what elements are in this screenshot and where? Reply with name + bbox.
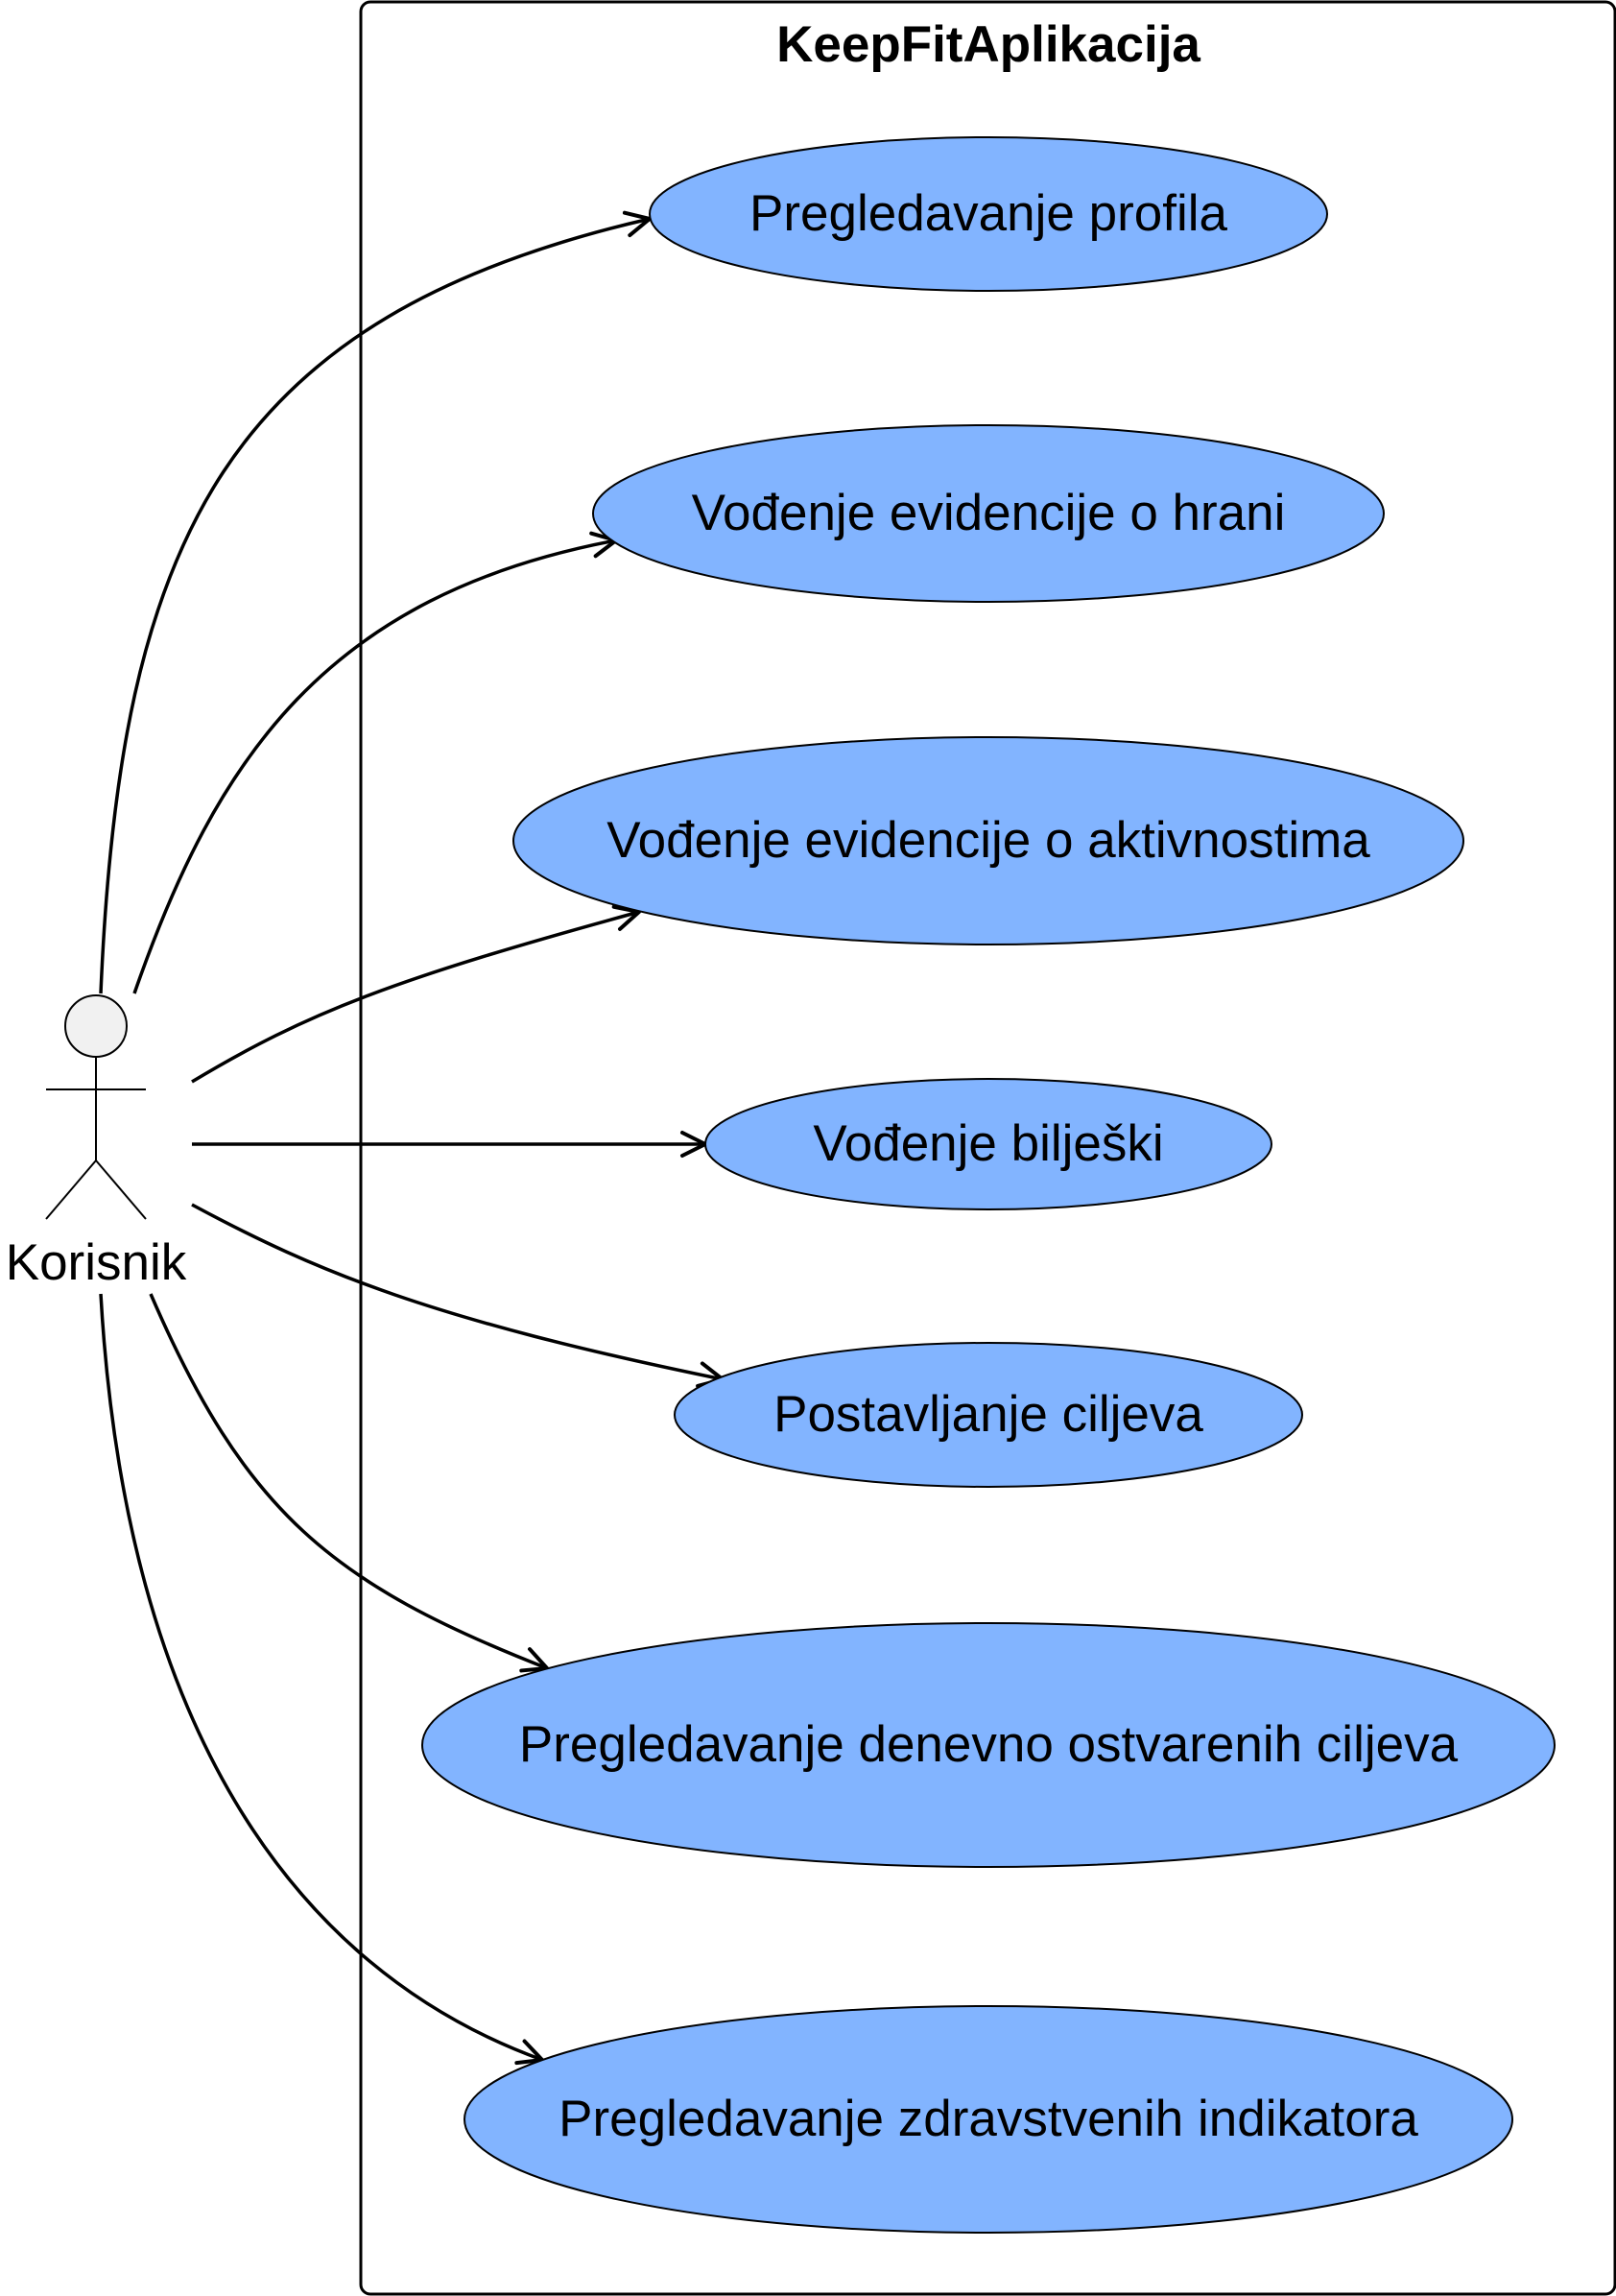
use-case-label: Vođenje evidencije o aktivnostima: [606, 812, 1370, 869]
use-case-vodenje-biljeski[interactable]: Vođenje bilješki: [704, 1078, 1272, 1210]
association-vodenje-evidencije-o-aktivnostima: [191, 904, 641, 1084]
use-case-vodenje-evidencije-o-hrani[interactable]: Vođenje evidencije o hrani: [592, 424, 1385, 603]
association-pregledavanje-denevno: [149, 1293, 549, 1673]
actor-right-leg: [95, 1160, 147, 1220]
use-case-pregledavanje-profila[interactable]: Pregledavanje profila: [649, 136, 1328, 292]
associations: [99, 210, 725, 2066]
system-title: KeepFitAplikacija: [776, 16, 1200, 73]
use-case-pregledavanje-denevno-ostvarenih-ciljeva[interactable]: Pregledavanje denevno ostvarenih ciljeva: [421, 1622, 1556, 1868]
use-case-label: Postavljanje ciljeva: [773, 1386, 1203, 1443]
association-vodenje-evidencije-o-hrani: [132, 531, 618, 994]
actor-left-leg: [45, 1160, 97, 1220]
association-pregledavanje-profila: [99, 210, 652, 994]
use-case-label: Vođenje bilješki: [813, 1115, 1163, 1172]
system-boundary: [359, 0, 1616, 2296]
use-case-vodenje-evidencije-o-aktivnostima[interactable]: Vođenje evidencije o aktivnostima: [512, 736, 1464, 945]
association-pregledavanje-zdravstvenih: [99, 1293, 544, 2066]
use-case-label: Pregledavanje denevno ostvarenih ciljeva: [519, 1716, 1459, 1773]
use-case-shape: [463, 2005, 1513, 2234]
use-case-postavljanje-ciljeva[interactable]: Postavljanje ciljeva: [674, 1342, 1303, 1488]
use-case-shape: [649, 136, 1328, 292]
actor-head: [64, 994, 128, 1058]
use-case-shape: [674, 1342, 1303, 1488]
use-case-shape: [512, 736, 1464, 945]
use-case-shape: [704, 1078, 1272, 1210]
actor-korisnik[interactable]: Korisnik: [6, 994, 187, 1291]
association-postavljanje-ciljeva: [191, 1203, 725, 1388]
use-case-shape: [421, 1622, 1556, 1868]
use-case-label: Pregledavanje profila: [749, 185, 1227, 242]
use-case-label: Vođenje evidencije o hrani: [692, 485, 1286, 541]
use-case-shape: [592, 424, 1385, 603]
use-case-label: Pregledavanje zdravstvenih indikatora: [558, 2091, 1418, 2147]
actor-label: Korisnik: [6, 1234, 187, 1291]
use-case-pregledavanje-zdravstvenih-indikatora[interactable]: Pregledavanje zdravstvenih indikatora: [463, 2005, 1513, 2234]
